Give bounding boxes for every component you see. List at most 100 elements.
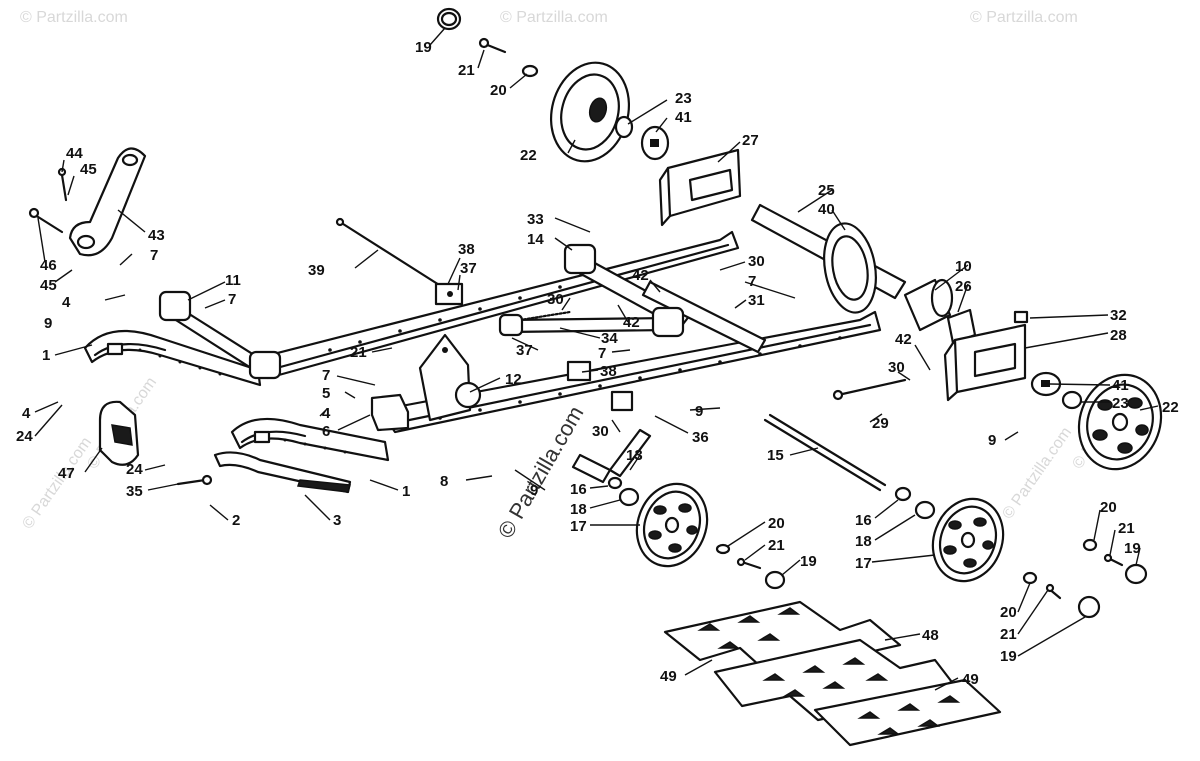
spacer-10: [903, 278, 954, 332]
bolt-21-right: [1045, 583, 1062, 600]
callout-45b: 45: [40, 277, 57, 294]
callout-6: 6: [322, 423, 330, 440]
shaft-block-left: [158, 290, 282, 380]
front-arm-43: [68, 147, 147, 257]
callout-15: 15: [767, 447, 784, 464]
callout-30b: 30: [547, 291, 564, 308]
bearing-23-top: [614, 115, 634, 139]
washer-20-top: [521, 64, 539, 78]
washer-20-far-right: [1082, 538, 1098, 552]
wear-strip: [213, 451, 352, 494]
callout-20b: 20: [768, 515, 785, 532]
callout-4b: 4: [322, 405, 331, 422]
callout-46: 46: [40, 257, 57, 274]
callout-21b: 21: [350, 344, 367, 361]
spacer-16-left: [607, 476, 623, 490]
callout-16b: 16: [855, 512, 872, 529]
callout-42: 42: [632, 267, 649, 284]
callout-7c: 7: [748, 273, 756, 290]
idler-wheel-17-left: [635, 482, 709, 568]
shaft-34: [503, 316, 672, 334]
callout-19c: 19: [1124, 540, 1141, 557]
bracket-38-rear: [434, 282, 464, 306]
washer-20-left: [715, 543, 731, 555]
callout-23: 23: [675, 90, 692, 107]
axle-15: [763, 413, 887, 492]
callout-11: 11: [225, 272, 241, 289]
cap-19-left: [764, 570, 786, 590]
callout-1b: 1: [402, 483, 410, 500]
long-bolt-39: [335, 217, 457, 297]
callout-34: 34: [601, 330, 618, 347]
callout-13: 13: [626, 447, 643, 464]
bolt-21-left: [736, 557, 762, 570]
watermark-left-edge: © Partzilla.com: [19, 434, 95, 532]
bearing-23-right: [1061, 390, 1083, 410]
bolt-21-top: [478, 37, 507, 54]
bolt-46: [28, 207, 64, 234]
bolt-44: [57, 167, 68, 202]
callout-47: 47: [58, 465, 75, 482]
bearing-18-left: [618, 487, 640, 507]
callout-5: 5: [322, 385, 330, 402]
callout-16: 16: [570, 481, 587, 498]
callout-43: 43: [148, 227, 165, 244]
watermark-top-right: © Partzilla.com: [970, 9, 1078, 26]
shaft-block-mid: [498, 243, 685, 338]
callout-17: 17: [570, 518, 587, 535]
callout-31: 31: [748, 292, 765, 309]
callout-3: 3: [333, 512, 341, 529]
callout-21: 21: [458, 62, 475, 79]
callout-19: 19: [415, 39, 432, 56]
watermark-top-center: © Partzilla.com: [500, 9, 608, 26]
callout-20c: 20: [1100, 499, 1117, 516]
callout-20d: 20: [1000, 604, 1017, 621]
idler-wheel-17-right: [931, 497, 1005, 583]
callout-19b: 19: [800, 553, 817, 570]
callout-7b: 7: [228, 291, 236, 308]
adjuster-bracket-27: [658, 148, 742, 227]
callout-41b: 41: [1112, 377, 1129, 394]
track-section-48: [663, 600, 1002, 747]
bolt-35: [176, 474, 213, 486]
callout-40: 40: [818, 201, 835, 218]
callout-12: 12: [505, 371, 522, 388]
callout-2: 2: [232, 512, 240, 529]
callout-19d: 19: [1000, 648, 1017, 665]
callout-49b: 49: [962, 671, 979, 688]
callout-27: 27: [742, 132, 759, 149]
callout-37b: 37: [516, 342, 533, 359]
callout-29: 29: [872, 415, 889, 432]
watermark-top-left: © Partzilla.com: [20, 9, 128, 26]
bolt-29: [832, 378, 907, 401]
callout-41: 41: [675, 109, 692, 126]
pivot-bracket-12: [418, 333, 482, 422]
callout-7e: 7: [322, 367, 330, 384]
callout-38b: 38: [600, 363, 617, 380]
callout-24b: 24: [126, 461, 143, 478]
callout-7d: 7: [598, 345, 606, 362]
callout-30: 30: [748, 253, 765, 270]
cap-19-far-right: [1124, 563, 1148, 585]
callout-33: 33: [527, 211, 544, 228]
callout-9c: 9: [695, 403, 703, 420]
spring-bolt-30: [518, 310, 572, 322]
callout-21c: 21: [768, 537, 785, 554]
callout-28: 28: [1110, 327, 1127, 344]
callout-18: 18: [570, 501, 587, 518]
callout-labels: 19 21 20 23 41 22 27 44 45 43 46 45 4 7 …: [16, 39, 1179, 688]
callout-44: 44: [66, 145, 83, 162]
callout-4c: 4: [22, 405, 31, 422]
callout-48: 48: [922, 627, 939, 644]
callout-10: 10: [955, 258, 972, 275]
callout-30c: 30: [888, 359, 905, 376]
callout-9: 9: [44, 315, 52, 332]
callout-45: 45: [80, 161, 97, 178]
callout-9b: 9: [988, 432, 996, 449]
leader-lines: [34, 27, 1159, 691]
callout-21d: 21: [1118, 520, 1135, 537]
callout-7: 7: [150, 247, 158, 264]
callout-1: 1: [42, 347, 50, 364]
right-ski-rail-tip: [230, 417, 390, 462]
